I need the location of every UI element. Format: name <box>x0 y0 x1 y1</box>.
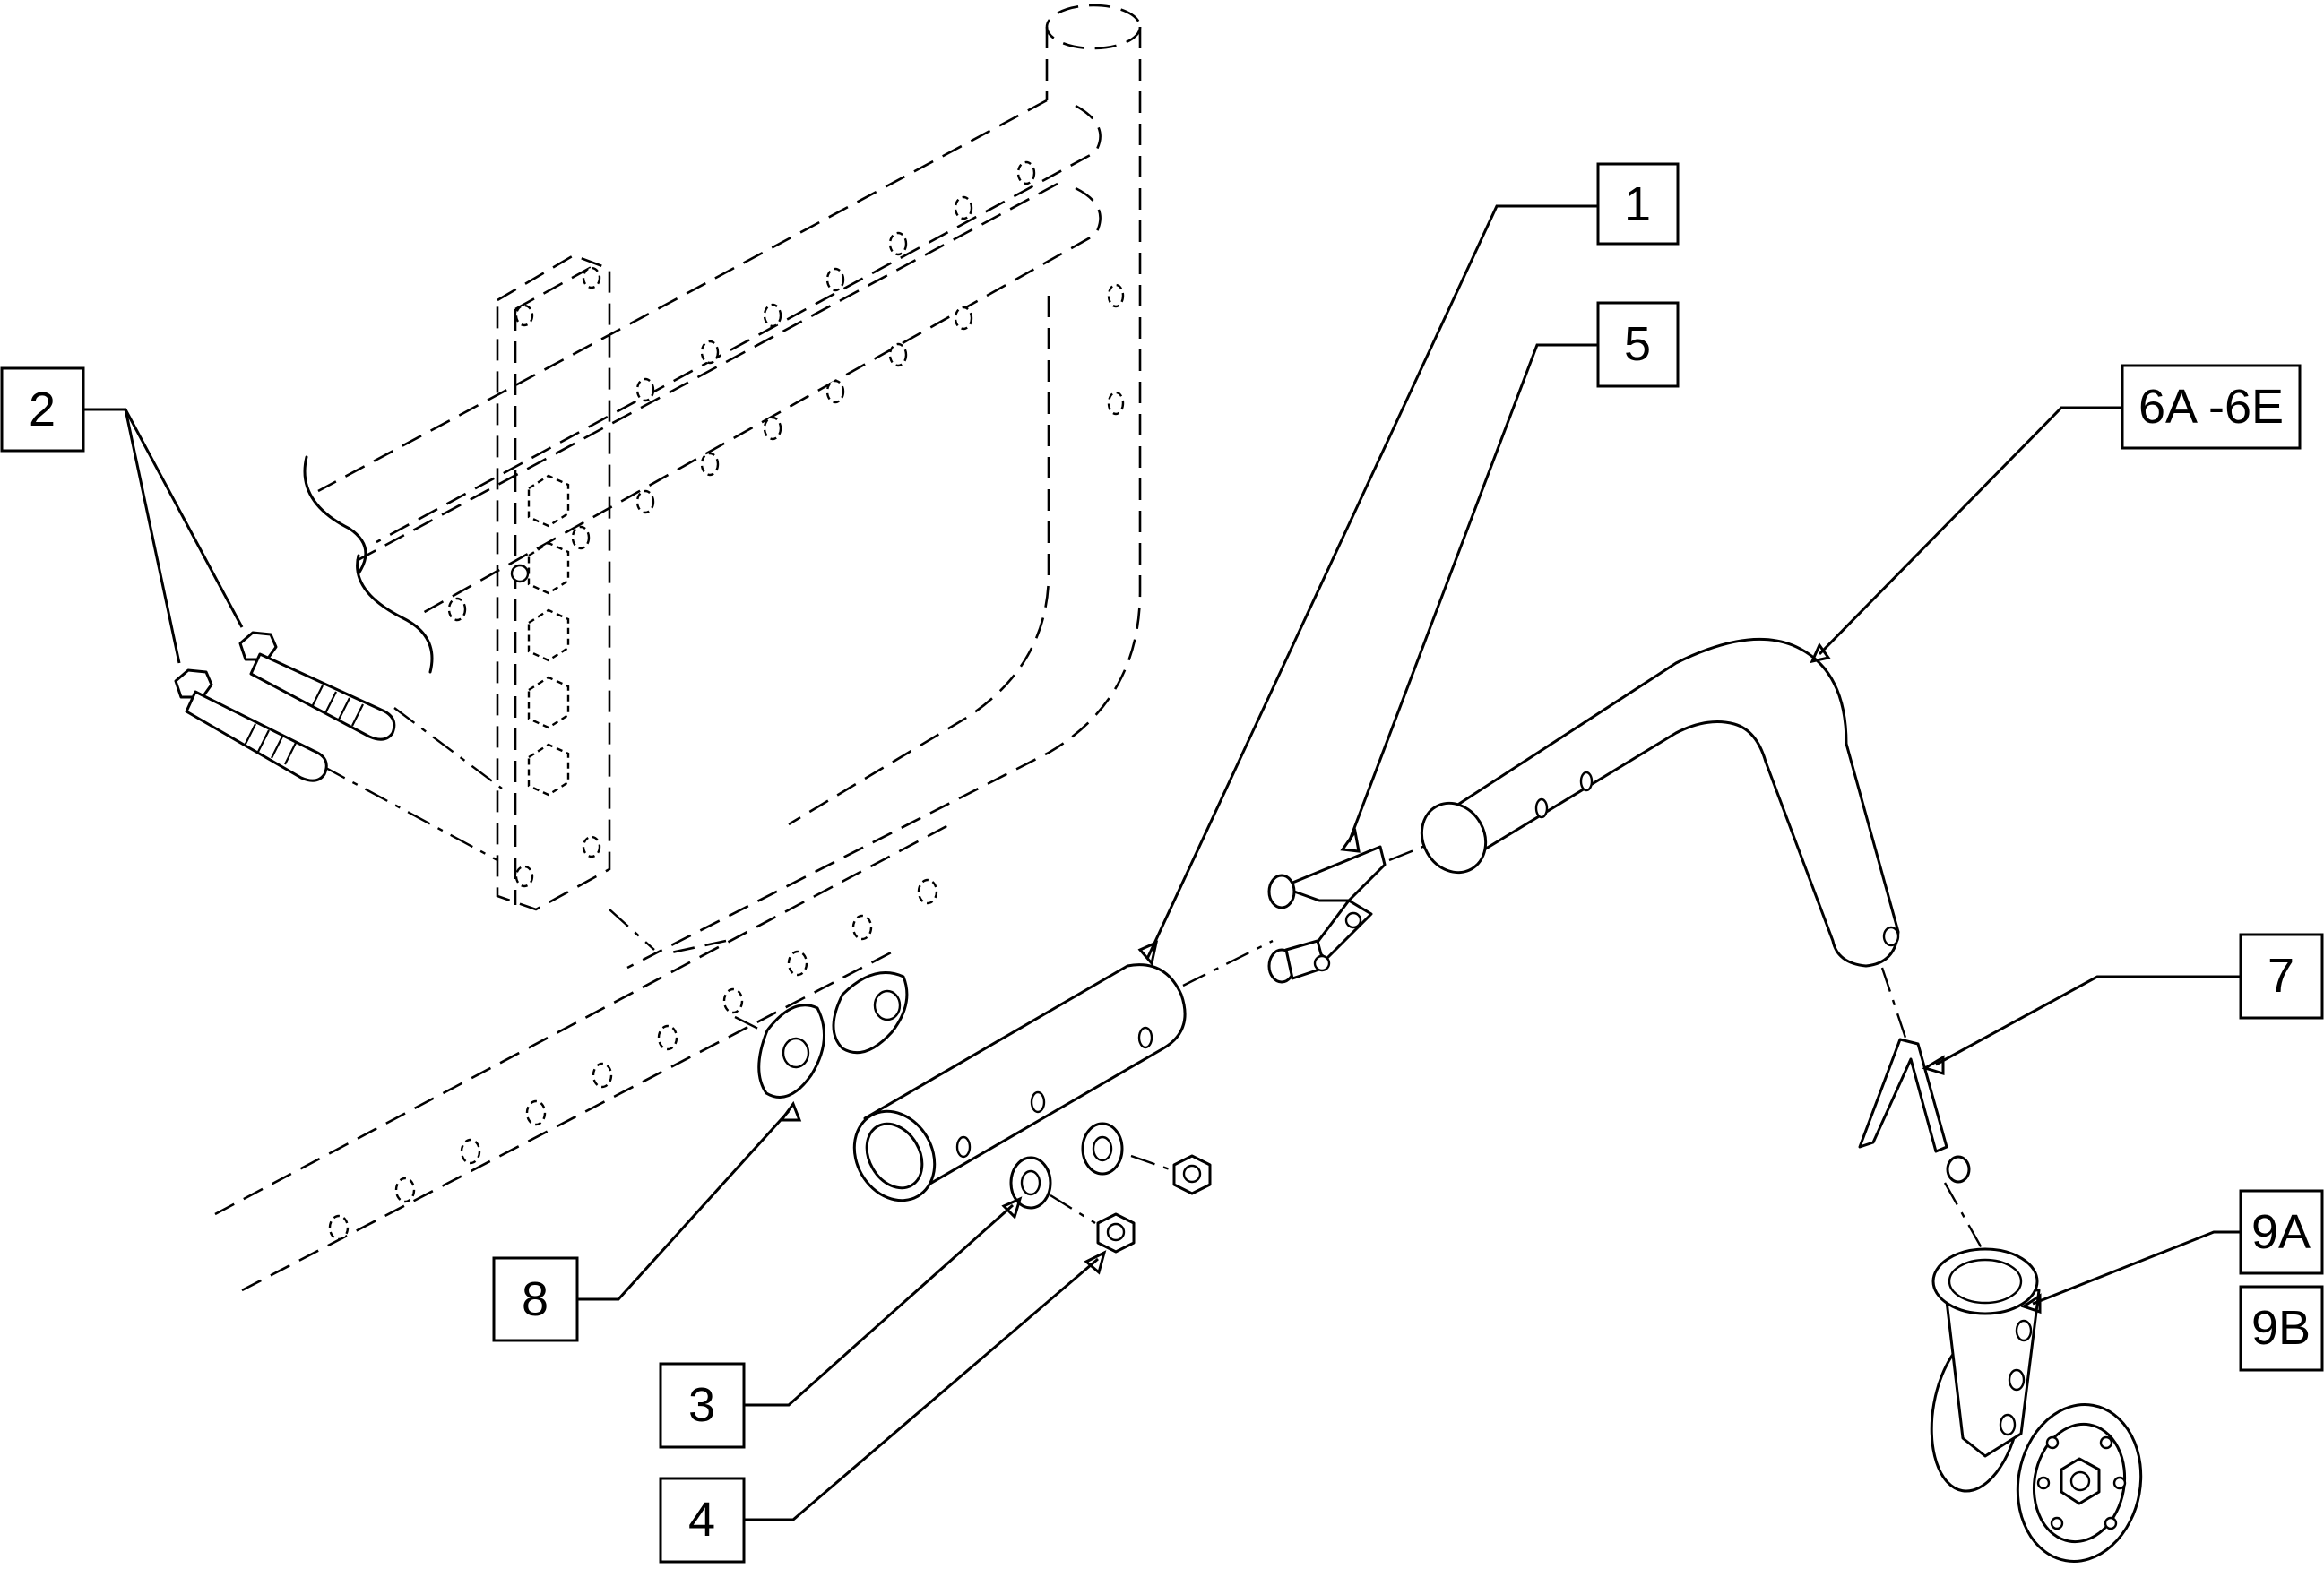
leader-lines <box>83 204 2241 1521</box>
mounting-plate-phantom <box>496 254 611 911</box>
frame-hole-row-middle <box>447 306 973 622</box>
svg-text:5: 5 <box>1624 317 1651 371</box>
lock-nuts <box>1096 1154 1212 1254</box>
wheelchair-frame-phantom <box>214 4 1142 1292</box>
retaining-clip <box>1858 1038 1987 1255</box>
callout-8: 8 <box>492 1256 579 1342</box>
svg-text:2: 2 <box>29 383 56 436</box>
callout-9b: 9B <box>2239 1285 2324 1372</box>
hanger-housing-tube <box>852 939 1274 1202</box>
callout-9a: 9A <box>2239 1189 2324 1275</box>
hex-bolts <box>174 631 396 782</box>
svg-text:7: 7 <box>2268 949 2294 1003</box>
callout-4: 4 <box>659 1477 746 1564</box>
frame-hole-row-lower <box>328 878 938 1241</box>
svg-text:9A: 9A <box>2251 1205 2311 1259</box>
caster-fork-wheel <box>1930 1247 2143 1563</box>
svg-text:3: 3 <box>688 1378 715 1432</box>
caster-stem-tube <box>1420 637 1911 1049</box>
callout-2: 2 <box>0 366 85 453</box>
callout-1: 1 <box>1596 162 1680 246</box>
release-pin <box>1267 840 1435 984</box>
callout-6a-6e: 6A -6E <box>2121 364 2302 450</box>
clamp-washers <box>734 971 909 1099</box>
callout-5: 5 <box>1596 301 1680 388</box>
bolt-lower <box>174 668 328 782</box>
bolt-upper <box>238 631 396 741</box>
svg-text:4: 4 <box>688 1493 715 1547</box>
svg-text:1: 1 <box>1624 177 1651 231</box>
callout-7: 7 <box>2239 933 2324 1020</box>
svg-text:9B: 9B <box>2251 1301 2311 1355</box>
callout-3: 3 <box>659 1362 746 1449</box>
frame-hole-row-upper <box>635 160 1036 402</box>
svg-text:6A -6E: 6A -6E <box>2138 380 2284 434</box>
svg-text:8: 8 <box>522 1272 549 1326</box>
flat-washers <box>1009 1122 1124 1210</box>
